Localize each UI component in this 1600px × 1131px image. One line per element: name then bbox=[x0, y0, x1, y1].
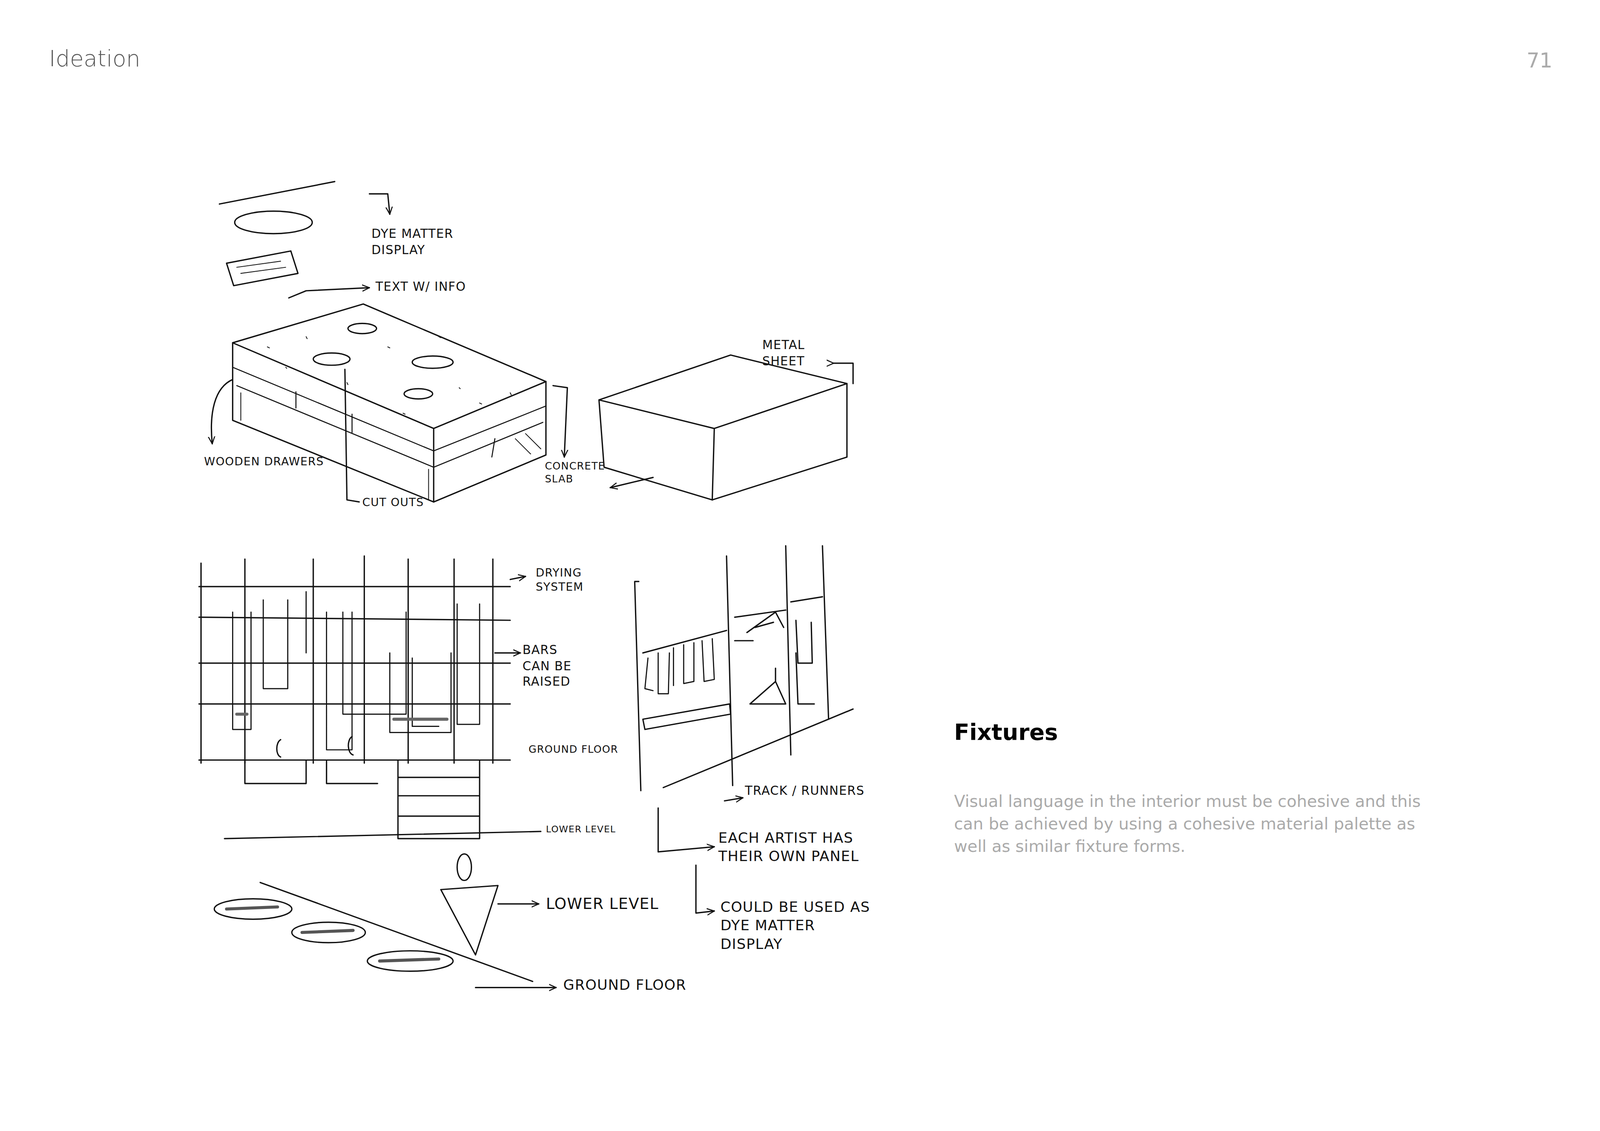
sketch-note: CUT OUTS bbox=[362, 495, 424, 511]
sketch-note: CONCRETE SLAB bbox=[545, 459, 605, 486]
page-number: 71 bbox=[1526, 47, 1553, 74]
sketch-note: LOWER LEVEL bbox=[545, 824, 616, 837]
sketch-note: EACH ARTIST HAS THEIR OWN PANEL bbox=[718, 828, 887, 866]
sketch-note: TRACK / RUNNERS bbox=[745, 783, 865, 800]
sketch-note: GROUND FLOOR bbox=[528, 742, 619, 757]
body-text: Visual language in the interior must be … bbox=[954, 790, 1434, 859]
sketch-note: TEXT W/ INFO bbox=[375, 279, 466, 296]
sketch-note: DRYING SYSTEM bbox=[535, 566, 604, 596]
sketch-note: GROUND FLOOR bbox=[563, 975, 687, 995]
sketch-note: BARS CAN BE RAISED bbox=[522, 642, 584, 691]
sketch-note: COULD BE USED AS DYE MATTER DISPLAY bbox=[720, 897, 874, 954]
sketch-note: METAL SHEET bbox=[762, 337, 826, 370]
sketch-note: WOODEN DRAWERS bbox=[204, 455, 324, 470]
section-heading: Fixtures bbox=[954, 718, 1058, 748]
page-title: Ideation bbox=[49, 45, 141, 75]
sketch-note: LOWER LEVEL bbox=[545, 895, 659, 915]
sketch-note: DYE MATTER DISPLAY bbox=[371, 226, 474, 259]
